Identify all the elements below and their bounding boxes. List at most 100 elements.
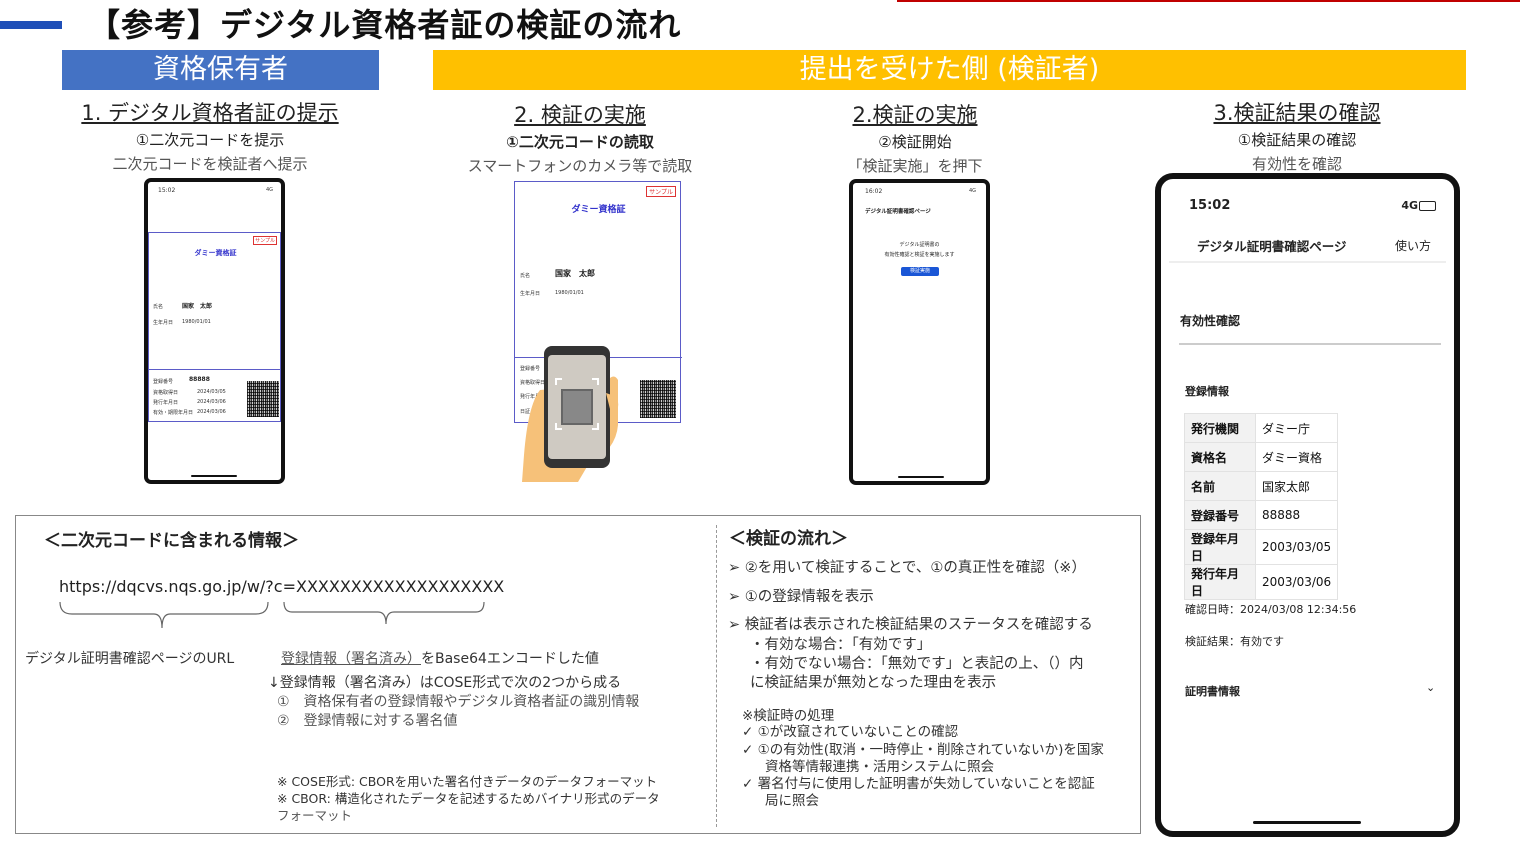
verify-message-2: 有効性確認と検証を実施します	[884, 252, 955, 258]
check-3-cont: 局に照会	[765, 793, 819, 809]
validity-heading: 有効性確認	[1180, 314, 1241, 328]
url-label: デジタル証明書確認ページのURL	[25, 651, 235, 667]
step-sub: ①二次元コードを提示	[135, 131, 285, 149]
row-value: 2003/03/06	[1254, 564, 1339, 600]
valid-label: 発行年月日	[520, 394, 546, 400]
qr-code	[640, 380, 676, 418]
status-time: 16:02	[865, 188, 883, 195]
reg-label: 登録番号	[153, 379, 174, 385]
flow-bullet-3a: ・有効な場合：「有効です」	[750, 637, 932, 653]
proc-heading: ※検証時の処理	[742, 708, 835, 724]
step-title: 2.検証の実施	[852, 103, 978, 127]
row-key: 発行機関	[1184, 413, 1256, 443]
confirmed-at: 確認日時：2024/03/08 12:34:56	[1185, 603, 1357, 616]
scanning-hand-illustration	[522, 346, 619, 482]
exp-label: 有効・期限年月日	[153, 410, 194, 416]
step-1-header: 1. デジタル資格者証の提示 ①二次元コードを提示 二次元コードを検証者へ提示	[70, 97, 350, 174]
page-title: デジタル証明書確認ページ	[865, 209, 931, 215]
row-value: 国家太郎	[1254, 471, 1339, 501]
birth-label: 生年月日	[520, 291, 541, 297]
chevron-down-icon[interactable]: ⌄	[1426, 681, 1436, 694]
step-title: 1. デジタル資格者証の提示	[81, 101, 339, 125]
step-title: 3.検証結果の確認	[1213, 101, 1381, 125]
step-sub: ①検証結果の確認	[1237, 131, 1357, 149]
holder-banner: 資格保有者	[62, 50, 379, 90]
flow-bullet-1: ➢ ②を用いて検証することで、①の真正性を確認（※）	[728, 560, 1086, 576]
cose-line: ↓登録情報（署名済み）はCOSE形式で次の2つから成る	[268, 675, 622, 691]
title-accent-bar	[0, 21, 62, 29]
info-box	[15, 515, 1141, 834]
cert-title: ダミー資格証	[194, 249, 237, 257]
row-key: 発行年月日	[1184, 564, 1256, 600]
card-divider	[149, 369, 281, 370]
brace-param	[283, 601, 485, 625]
flow-bullet-2: ➢ ①の登録情報を表示	[728, 589, 874, 605]
home-indicator	[898, 476, 944, 478]
note-cose: ※ COSE形式: CBORを用いた署名付きデータのデータフォーマット	[277, 774, 658, 789]
step-3-header: 2.検証の実施 ②検証開始 「検証実施」を押下	[800, 99, 1030, 176]
phone-result: 15:02 4G デジタル証明書確認ページ 使い方 有効性確認 登録情報 発行機…	[1155, 173, 1460, 837]
box-divider	[716, 525, 717, 827]
check-2: ✓ ①の有効性(取消・一時停止・削除されていないか)を国家	[742, 742, 1104, 758]
cert-title: ダミー資格証	[571, 205, 626, 215]
table-row: 名前国家太郎	[1184, 471, 1339, 501]
check-icon: ✓	[742, 724, 758, 740]
note-cbor-cont: フォーマット	[277, 808, 353, 823]
flow-bullet-3: ➢ 検証者は表示された検証結果のステータスを確認する	[728, 617, 1093, 633]
arrow-bullet-icon: ➢	[728, 589, 745, 605]
valid-label: 発行年月日	[153, 400, 179, 406]
birth-value: 1980/01/01	[182, 319, 211, 325]
check-icon: ✓	[742, 742, 758, 758]
issue-value: 2024/03/05	[197, 389, 226, 395]
arrow-bullet-icon: ➢	[728, 560, 745, 576]
row-value: 88888	[1254, 500, 1339, 530]
verify-message-1: デジタル証明書の	[899, 242, 940, 248]
home-indicator	[1253, 821, 1361, 824]
thumb-shape	[606, 393, 619, 409]
cose-item-1: ① 資格保有者の登録情報やデジタル資格者証の識別情報	[277, 694, 640, 710]
brace-url	[59, 601, 269, 629]
status-signal: 4G	[265, 187, 273, 193]
qr-code[interactable]	[247, 381, 279, 417]
valid-value: 2024/03/06	[197, 399, 226, 405]
status-signal: 4G	[968, 188, 976, 194]
battery-icon	[1419, 201, 1436, 211]
flow-bullet-3b: ・有効でない場合：「無効です」と表記の上、（）内	[750, 656, 1084, 672]
sample-stamp: サンプル	[646, 186, 676, 197]
table-row: 資格名ダミー資格	[1184, 442, 1339, 472]
scanner-qr-inner	[563, 391, 591, 423]
page-title: デジタル証明書確認ページ	[1197, 239, 1347, 254]
step-desc: 二次元コードを検証者へ提示	[112, 155, 308, 173]
reg-label: 登録番号	[520, 366, 541, 372]
phone-holder: 15:02 4G サンプル ダミー資格証 氏名 国家 太郎 生年月日 1980/…	[144, 178, 285, 484]
issue-label: 資格取得日	[520, 380, 546, 386]
qr-info-heading: ＜二次元コードに含まれる情報＞	[44, 531, 299, 551]
name-value: 国家 太郎	[555, 269, 595, 278]
name-label: 氏名	[520, 273, 531, 279]
status-time: 15:02	[1189, 198, 1231, 213]
exp-value: 2024/03/06	[197, 409, 226, 415]
step-desc: スマートフォンのカメラ等で読取	[467, 157, 693, 175]
page-title: 【参考】デジタル資格者証の検証の流れ	[88, 6, 682, 44]
cose-item-2: ② 登録情報に対する署名値	[277, 713, 458, 729]
row-key: 資格名	[1184, 442, 1256, 472]
phone-verify-start: 16:02 4G デジタル証明書確認ページ デジタル証明書の 有効性確認と検証を…	[849, 179, 990, 485]
arrow-bullet-icon: ➢	[728, 617, 745, 633]
reg-heading: 登録情報	[1185, 385, 1229, 398]
row-key: 登録番号	[1184, 500, 1256, 530]
help-link[interactable]: 使い方	[1395, 239, 1432, 253]
step-sub: ①二次元コードの読取	[506, 133, 654, 151]
check-3: ✓ 署名付与に使用した証明書が失効していないことを認証	[742, 776, 1095, 792]
check-1: ✓ ①が改竄されていないことの確認	[742, 724, 959, 740]
validity-divider	[1179, 343, 1441, 345]
cert-card[interactable]: サンプル ダミー資格証 氏名 国家 太郎 生年月日 1980/01/01 登録番…	[148, 232, 281, 422]
table-row: 発行機関ダミー庁	[1184, 413, 1339, 443]
step-4-header: 3.検証結果の確認 ①検証結果の確認 有効性を確認	[1177, 97, 1417, 174]
cert-info-toggle[interactable]: 証明書情報	[1185, 685, 1240, 698]
step-title: 2. 検証の実施	[514, 103, 646, 127]
url-braces	[59, 601, 485, 629]
verify-button[interactable]: 検証実施	[901, 267, 939, 276]
